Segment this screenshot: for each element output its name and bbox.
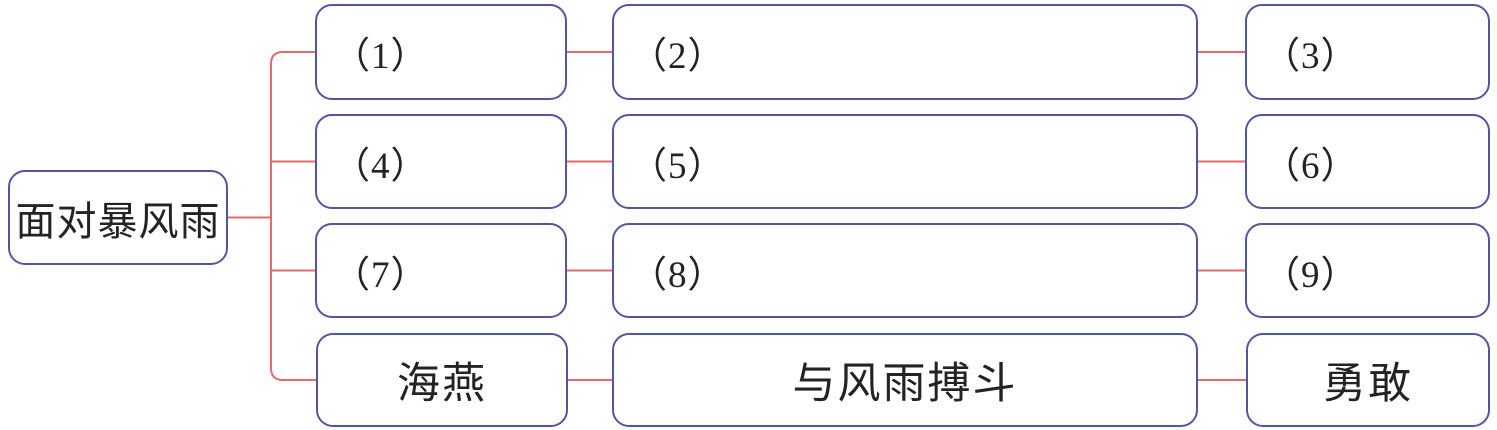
node-blank-3: （3） (1245, 4, 1490, 100)
node-blank-8: （8） (612, 223, 1198, 318)
node-blank-1: （1） (315, 4, 567, 100)
node-blank-7: （7） (315, 223, 567, 318)
node-blank-5: （5） (612, 114, 1198, 209)
node-blank-9: （9） (1245, 223, 1490, 318)
connector-trunk (270, 51, 316, 381)
node-blank-4: （4） (315, 114, 567, 209)
node-fight-storm: 与风雨搏斗 (612, 333, 1198, 427)
node-blank-2: （2） (612, 4, 1198, 100)
node-root: 面对暴风雨 (8, 170, 228, 265)
node-petrel: 海燕 (316, 333, 568, 427)
node-blank-6: （6） (1245, 114, 1490, 209)
node-brave: 勇敢 (1246, 333, 1490, 427)
